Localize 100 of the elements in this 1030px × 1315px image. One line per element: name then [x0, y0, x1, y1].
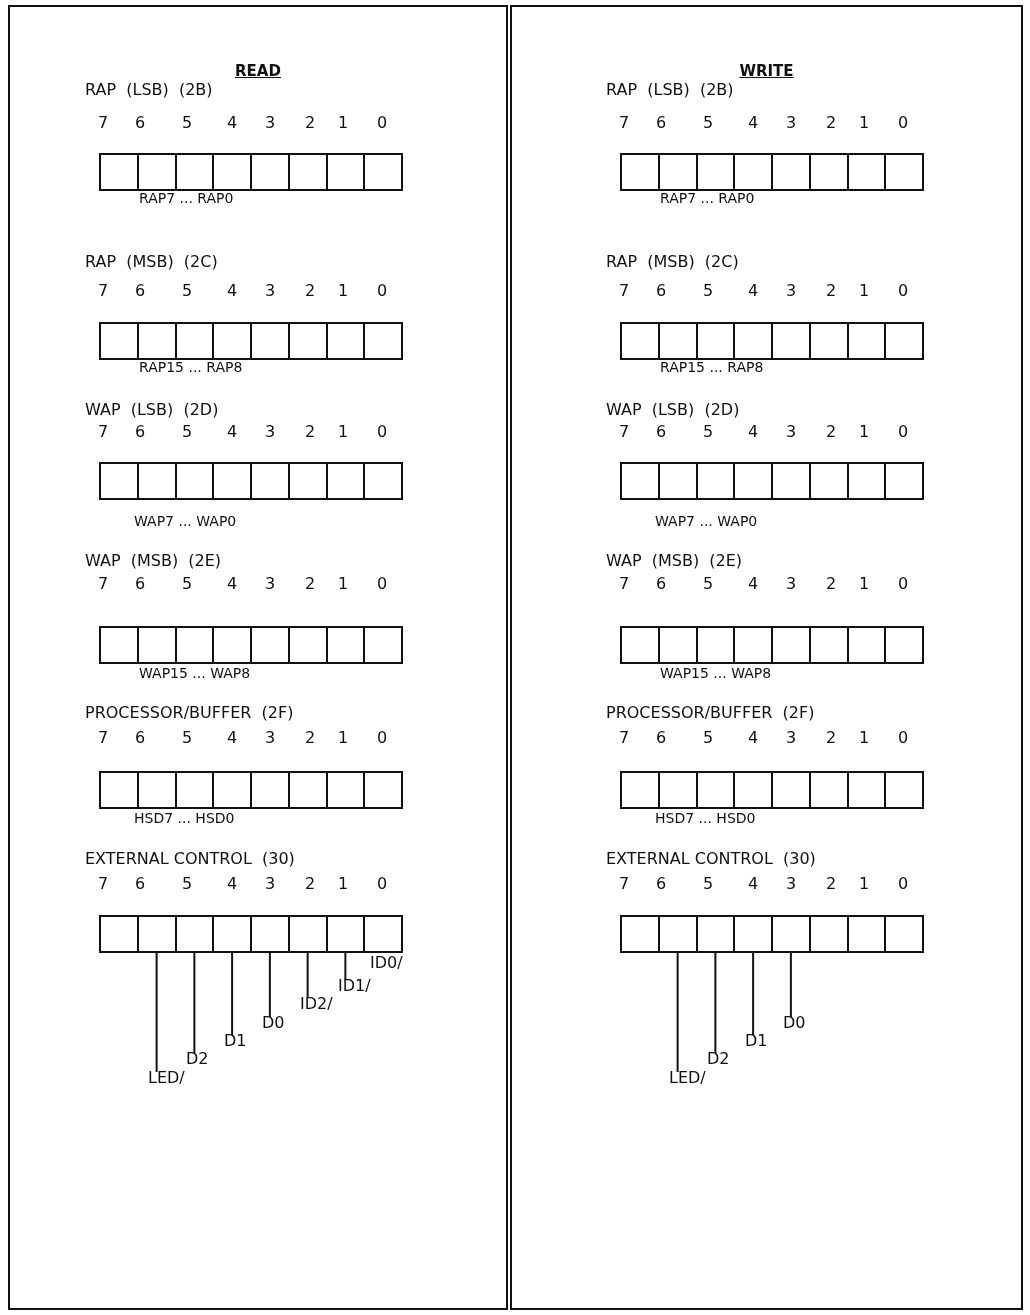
register-name: RAP (LSB) (2B)	[606, 82, 734, 98]
bit-number: 6	[135, 730, 146, 746]
leader-line	[231, 952, 234, 1036]
bit-number: 2	[826, 876, 837, 892]
bit-cell	[771, 915, 811, 953]
bit-number: 5	[182, 283, 193, 299]
bit-number: 6	[656, 283, 667, 299]
panel-frame	[510, 5, 1023, 1310]
bit-number: 7	[619, 424, 630, 440]
bit-number: 4	[227, 730, 238, 746]
bit-number: 4	[227, 876, 238, 892]
bit-number: 2	[826, 424, 837, 440]
bit-number: 2	[305, 115, 316, 131]
leader-line	[306, 952, 309, 999]
bit-number: 3	[786, 576, 797, 592]
bit-number: 3	[786, 730, 797, 746]
bit-number: 6	[656, 576, 667, 592]
leader-line	[193, 952, 196, 1054]
bit-number: 4	[748, 876, 759, 892]
register-name: PROCESSOR/BUFFER (2F)	[606, 705, 815, 721]
bit-number: 7	[98, 115, 109, 131]
bit-number: 1	[338, 730, 349, 746]
bit-number: 0	[898, 283, 909, 299]
bit-number: 7	[98, 283, 109, 299]
bit-number: 2	[305, 283, 316, 299]
bit-range-label: WAP7 ... WAP0	[134, 514, 237, 528]
signal-label: D1	[745, 1033, 768, 1049]
bit-number: 5	[703, 576, 714, 592]
panel-frame	[8, 5, 508, 1310]
bit-number: 1	[859, 876, 870, 892]
bit-number: 6	[135, 115, 146, 131]
bit-range-label: RAP7 ... RAP0	[660, 191, 755, 205]
bit-number: 7	[98, 424, 109, 440]
bit-number: 5	[182, 730, 193, 746]
signal-label: ID2/	[300, 996, 333, 1012]
bit-number: 3	[786, 876, 797, 892]
bit-number: 6	[135, 283, 146, 299]
leader-line	[268, 952, 271, 1018]
bit-number: 4	[227, 424, 238, 440]
bit-number: 3	[786, 424, 797, 440]
bit-number: 3	[786, 283, 797, 299]
bit-number: 5	[703, 730, 714, 746]
bit-cell	[99, 915, 139, 953]
bit-cell	[212, 915, 252, 953]
bit-number: 5	[703, 424, 714, 440]
bit-number: 3	[786, 115, 797, 131]
bit-number: 7	[619, 115, 630, 131]
register	[606, 82, 924, 191]
register-name: RAP (MSB) (2C)	[85, 254, 218, 270]
bit-number: 2	[305, 424, 316, 440]
bit-number: 4	[748, 283, 759, 299]
bit-number: 7	[619, 876, 630, 892]
bit-number: 7	[98, 576, 109, 592]
bit-cell	[846, 915, 887, 953]
bit-number: 1	[338, 424, 349, 440]
register-name: PROCESSOR/BUFFER (2F)	[85, 705, 294, 721]
bit-range-label: HSD7 ... HSD0	[655, 811, 756, 825]
bit-number: 0	[377, 283, 388, 299]
signal-label: LED/	[148, 1070, 185, 1086]
bit-cell	[695, 915, 736, 953]
bit-number: 3	[265, 115, 276, 131]
bit-range-label: WAP15 ... WAP8	[660, 666, 772, 680]
signal-label: D0	[262, 1015, 285, 1031]
bit-number: 2	[305, 576, 316, 592]
bit-number: 4	[227, 576, 238, 592]
register-name: RAP (LSB) (2B)	[85, 82, 213, 98]
bit-number: 6	[656, 424, 667, 440]
bit-number: 0	[898, 115, 909, 131]
bit-number: 1	[338, 876, 349, 892]
bit-number: 6	[135, 576, 146, 592]
bit-cell	[250, 915, 290, 953]
bit-cell	[174, 915, 215, 953]
leader-line	[714, 952, 717, 1054]
register	[85, 553, 403, 664]
bit-number: 7	[619, 730, 630, 746]
bit-number: 6	[656, 115, 667, 131]
bit-cell	[620, 915, 660, 953]
register-name: RAP (MSB) (2C)	[606, 254, 739, 270]
signal-label: LED/	[669, 1070, 706, 1086]
bit-number: 0	[898, 876, 909, 892]
bit-number: 0	[898, 730, 909, 746]
bit-number: 6	[135, 876, 146, 892]
bit-cell	[808, 915, 849, 953]
bit-range-label: WAP7 ... WAP0	[655, 514, 758, 528]
bit-cell	[657, 915, 698, 953]
bit-number: 3	[265, 424, 276, 440]
panel-heading: READ	[234, 62, 282, 80]
signal-label: D0	[783, 1015, 806, 1031]
bit-number: 2	[826, 730, 837, 746]
bit-number: 6	[656, 876, 667, 892]
leader-line	[155, 952, 158, 1073]
bit-number: 0	[377, 876, 388, 892]
leader-line	[789, 952, 792, 1018]
bit-number: 1	[338, 283, 349, 299]
register	[606, 402, 924, 500]
register	[606, 705, 924, 809]
bit-number: 3	[265, 283, 276, 299]
bit-cell	[733, 915, 773, 953]
bit-cell	[287, 915, 328, 953]
bit-number: 0	[898, 576, 909, 592]
